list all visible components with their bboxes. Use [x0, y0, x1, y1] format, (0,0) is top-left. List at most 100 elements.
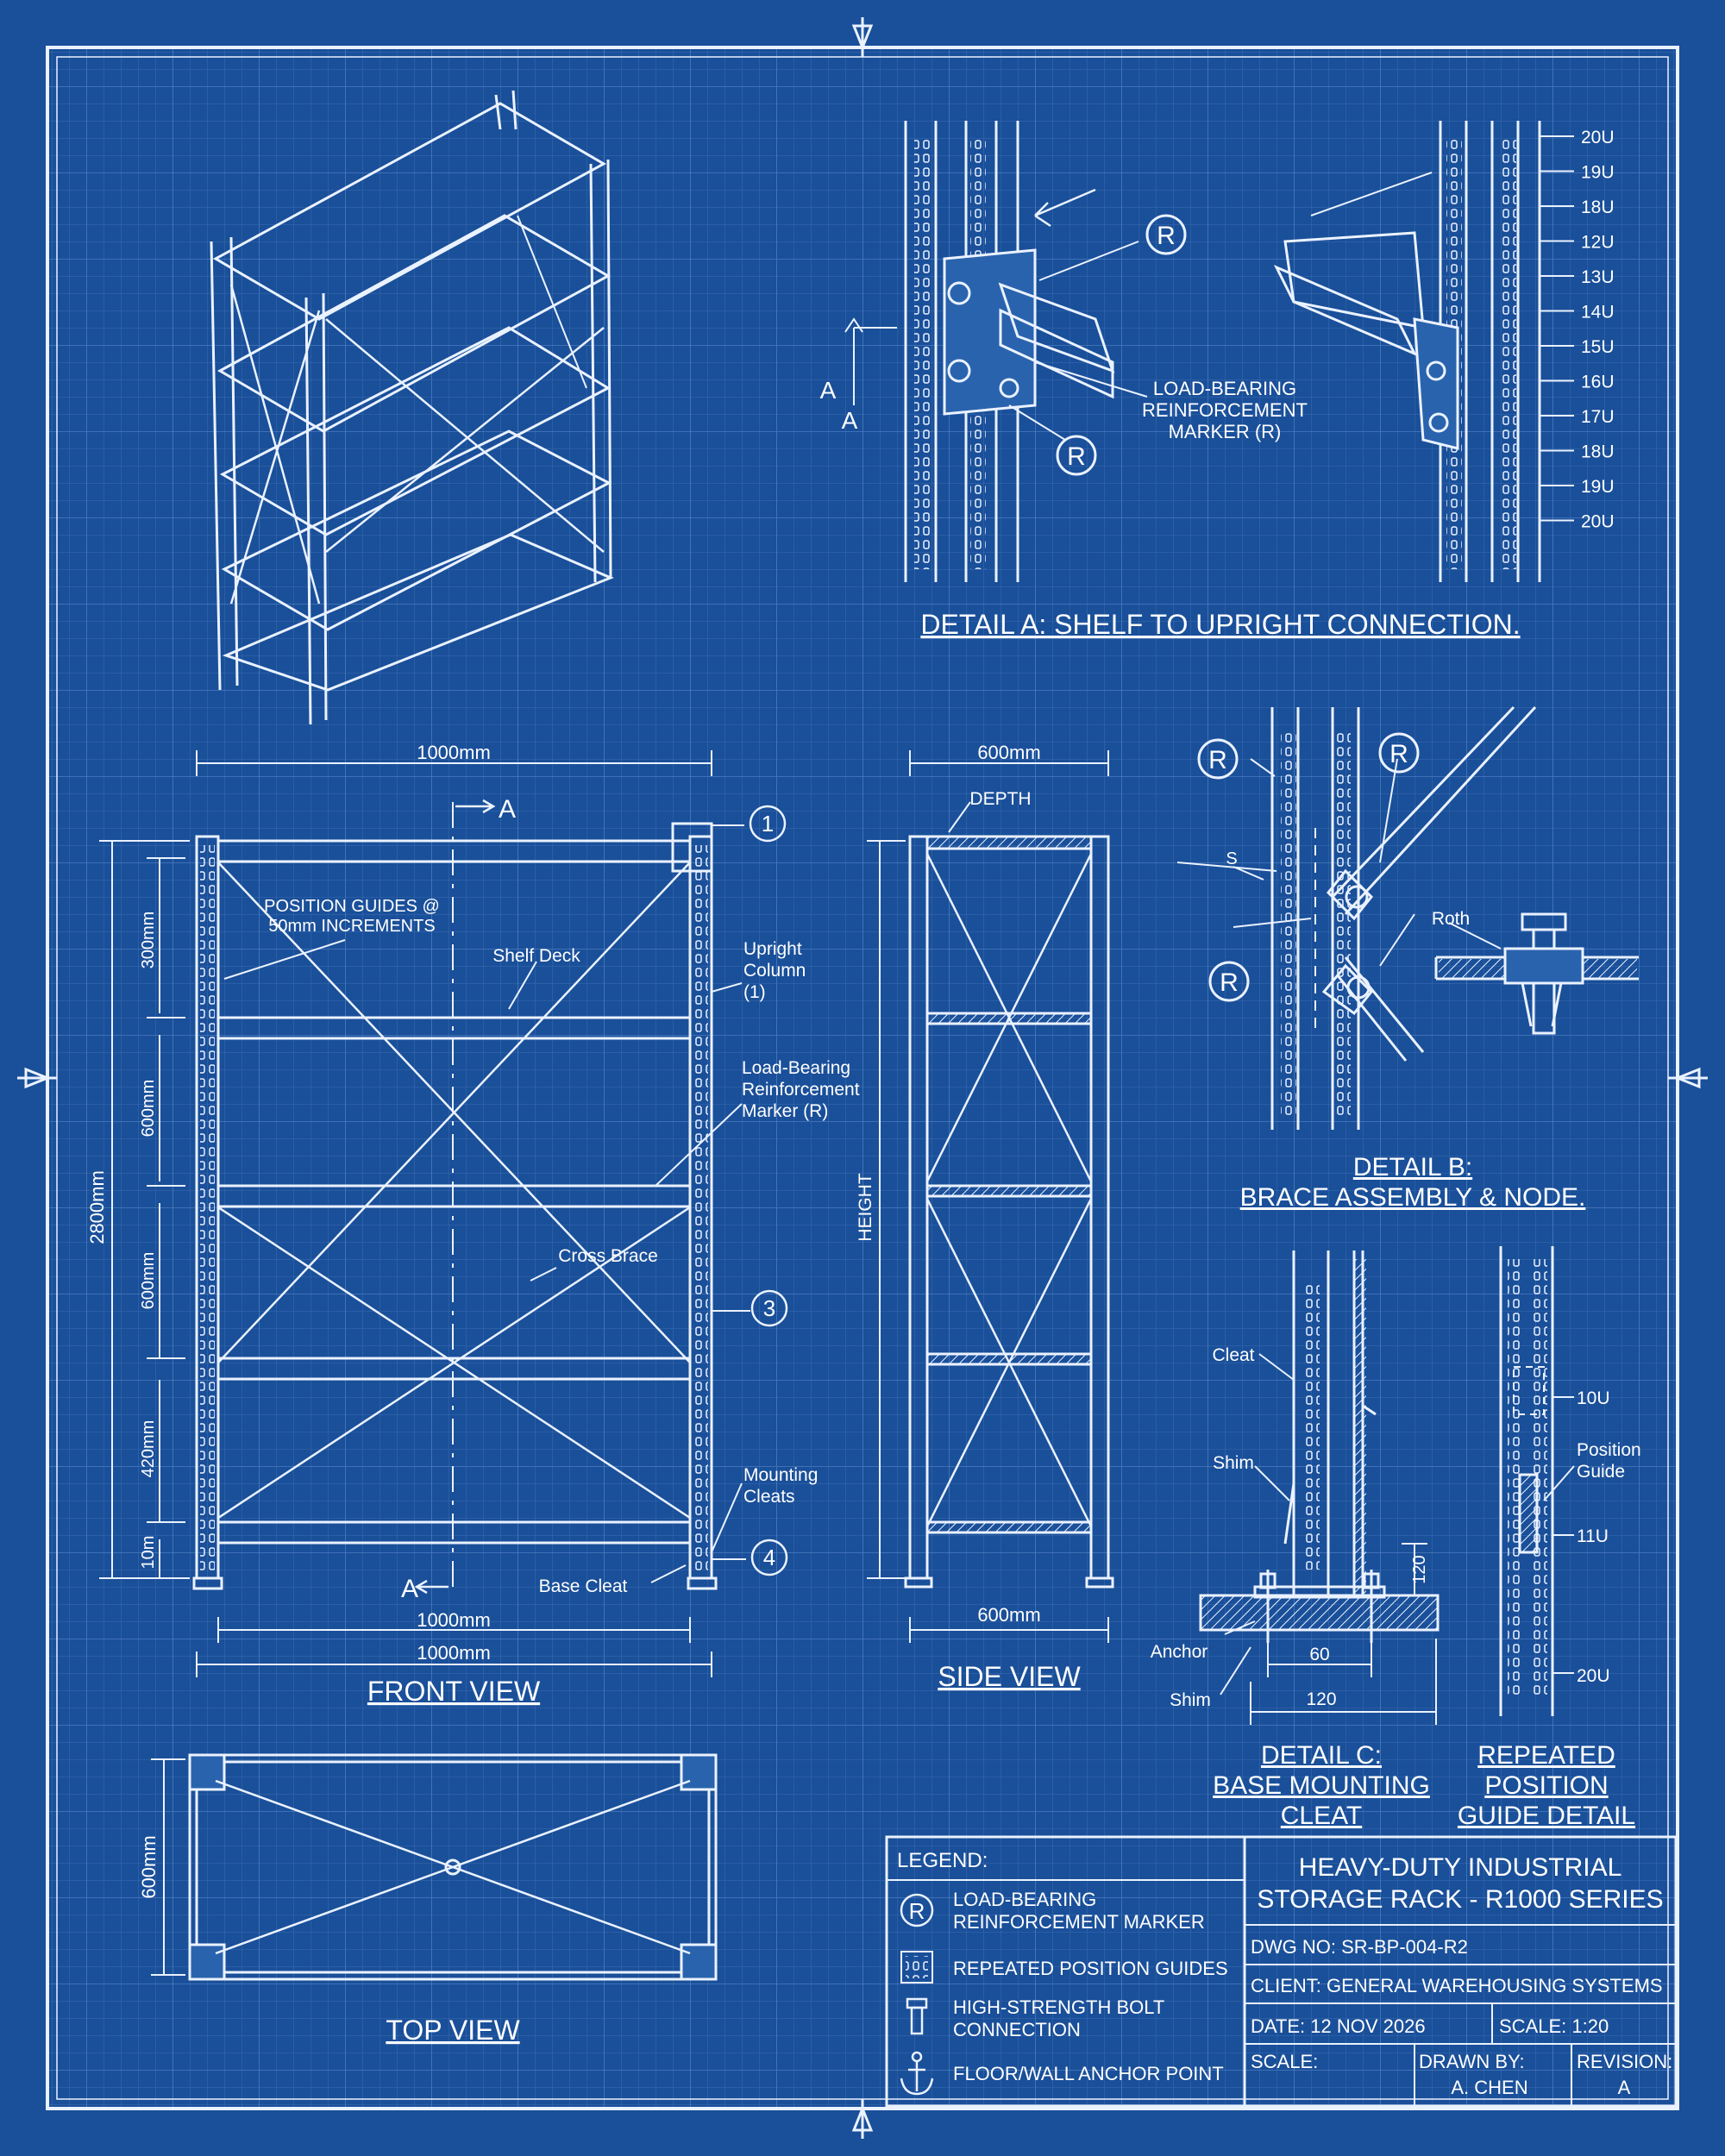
detail-c-drawing — [1199, 1250, 1440, 1643]
bolt-icon — [906, 1997, 928, 2035]
marker-label-b3: R — [1220, 968, 1239, 997]
repeated-guide-drawing — [1499, 1246, 1575, 1716]
scale-label: 17U — [1581, 407, 1615, 427]
legend-item4-line1: FLOOR/WALL ANCHOR POINT — [953, 2063, 1224, 2084]
detail-b-s-label: S — [1226, 849, 1237, 868]
scale-label: 19U — [1581, 477, 1615, 497]
repeated-title-1: REPEATED — [1477, 1741, 1615, 1770]
scale-label: 18U — [1581, 197, 1615, 217]
drawn-by-label: DRAWN BY: — [1419, 2051, 1525, 2072]
front-view-title: FRONT VIEW — [367, 1676, 541, 1707]
side-view-title: SIDE VIEW — [938, 1661, 1081, 1692]
repeated-guide-annotations: 10U Position Guide 11U 20U REPEATED POSI… — [1458, 1388, 1641, 1830]
marker-label-a2: R — [1067, 442, 1086, 471]
top-view-dim: 600mm — [138, 1835, 160, 1898]
legend-box: LEGEND: R LOAD-BEARING REINFORCEMENT MAR… — [885, 1835, 1246, 2108]
front-dim-top: 1000mm — [417, 742, 491, 763]
side-height-label: HEIGHT — [856, 1173, 875, 1242]
anchor-icon — [900, 2051, 934, 2096]
side-view-dimensions: 600mm DEPTH HEIGHT 600mm SIDE VIEW — [856, 742, 1109, 1692]
detail-c-dim-60: 60 — [1309, 1645, 1329, 1664]
scale-label: 18U — [1581, 442, 1615, 462]
label-position-guides-1: POSITION GUIDES @ — [264, 897, 440, 916]
centering-marks — [17, 17, 1708, 2139]
callout-3: 3 — [763, 1295, 775, 1321]
dwg-number: DWG NO: SR-BP-004-R2 — [1251, 1936, 1468, 1958]
legend-header: LEGEND: — [897, 1849, 988, 1872]
scale-label: SCALE: — [1251, 2051, 1318, 2072]
front-dim-seg5: 10m — [139, 1536, 158, 1570]
detail-c-dim-120v: 120 — [1410, 1555, 1429, 1583]
repeated-11u: 11U — [1577, 1526, 1609, 1546]
label-cross-brace: Cross Brace — [558, 1246, 658, 1266]
detail-c-shim2-label: Shim — [1170, 1690, 1211, 1710]
section-mark-a-upper: A — [820, 377, 837, 404]
title-line1: HEAVY-DUTY INDUSTRIAL — [1299, 1853, 1622, 1882]
label-marker-1: Load-Bearing — [742, 1058, 850, 1078]
legend-item1-line2: REINFORCEMENT MARKER — [953, 1911, 1205, 1933]
legend-item1-line1: LOAD-BEARING — [953, 1889, 1096, 1910]
detail-b-roth-label: Roth — [1432, 909, 1470, 929]
legend-marker-symbol: R — [909, 1898, 925, 1924]
isometric-view — [210, 90, 614, 725]
label-base-cleat: Base Cleat — [539, 1576, 628, 1596]
repeated-10u: 10U — [1577, 1388, 1610, 1408]
detail-a-callout-line3: MARKER (R) — [1169, 421, 1282, 442]
detail-a-title: DETAIL A: SHELF TO UPRIGHT CONNECTION. — [920, 609, 1520, 640]
front-view-labels: POSITION GUIDES @ 50mm INCREMENTS Shelf … — [223, 805, 860, 1596]
label-upright-3: (1) — [743, 982, 766, 1002]
front-view-drawing — [192, 802, 718, 1595]
detail-c-cleat-label: Cleat — [1212, 1345, 1254, 1365]
side-dim-bottom: 600mm — [977, 1604, 1040, 1626]
front-dim-seg4: 420mm — [139, 1420, 158, 1478]
scale-label: 20U — [1581, 512, 1615, 532]
callout-circle-3 — [750, 1289, 788, 1327]
label-upright-2: Column — [743, 961, 806, 981]
scale-label: 16U — [1581, 373, 1615, 392]
revision-label: REVISION: — [1577, 2051, 1672, 2072]
marker-label-b1: R — [1208, 746, 1227, 774]
legend-item3-line2: CONNECTION — [953, 2019, 1081, 2040]
legend-item2-line1: REPEATED POSITION GUIDES — [953, 1958, 1228, 1979]
label-upright-1: Upright — [743, 939, 802, 959]
callout-1: 1 — [762, 811, 774, 837]
marker-label-a1: R — [1157, 222, 1176, 250]
reinforcement-marker-b2 — [1378, 732, 1420, 774]
reinforcement-marker-icon: R — [900, 1893, 934, 1927]
detail-a-callout-line1: LOAD-BEARING — [1153, 378, 1296, 399]
callout-circle-1 — [749, 805, 787, 843]
detail-c-dim-120h: 120 — [1306, 1689, 1336, 1709]
detail-a-drawing — [904, 121, 1541, 582]
repeated-position-guide-2: Guide — [1577, 1462, 1625, 1482]
detail-c-title-1: DETAIL C: — [1261, 1741, 1382, 1770]
front-dim-seg1: 300mm — [139, 912, 158, 969]
detail-a-annotations: R R A A LOAD-BEARING REINFORCEMENT MARKE… — [820, 214, 1521, 640]
revision-value: A — [1618, 2077, 1631, 2098]
drawing-date: DATE: 12 NOV 2026 — [1251, 2015, 1426, 2037]
scale-label: 14U — [1581, 303, 1615, 323]
detail-b-drawing — [1270, 705, 1639, 1130]
detail-b-title-2: BRACE ASSEMBLY & NODE. — [1240, 1183, 1586, 1212]
top-view-title: TOP VIEW — [386, 2015, 520, 2046]
detail-c-annotations: Cleat Shim Anchor Shim 120 60 120 DETAIL… — [1151, 1345, 1437, 1830]
label-shelf-deck: Shelf Deck — [492, 946, 580, 966]
side-dim-top: 600mm — [977, 742, 1040, 763]
reinforcement-marker-a1 — [1145, 214, 1187, 255]
detail-a-callout-line2: REINFORCEMENT — [1142, 399, 1308, 421]
callout-circle-4 — [750, 1539, 788, 1576]
reinforcement-marker-b1 — [1197, 738, 1239, 780]
repeated-position-guide-1: Position — [1577, 1440, 1641, 1460]
label-position-guides-2: 50mm INCREMENTS — [268, 917, 435, 936]
reinforcement-marker-b3 — [1208, 961, 1250, 1002]
front-section-top: A — [499, 795, 516, 824]
scale-value: SCALE: 1:20 — [1499, 2015, 1609, 2037]
front-section-bottom: A — [401, 1575, 418, 1603]
front-dim-height: 2800mm — [86, 1170, 108, 1244]
title-line2: STORAGE RACK - R1000 SERIES — [1257, 1885, 1663, 1914]
top-view-drawing — [188, 1753, 718, 1981]
position-guide-icon — [900, 1951, 933, 1984]
top-view-dimensions: 600mm TOP VIEW — [138, 1758, 520, 2046]
repeated-title-3: GUIDE DETAIL — [1458, 1802, 1635, 1830]
callout-4: 4 — [763, 1545, 775, 1570]
